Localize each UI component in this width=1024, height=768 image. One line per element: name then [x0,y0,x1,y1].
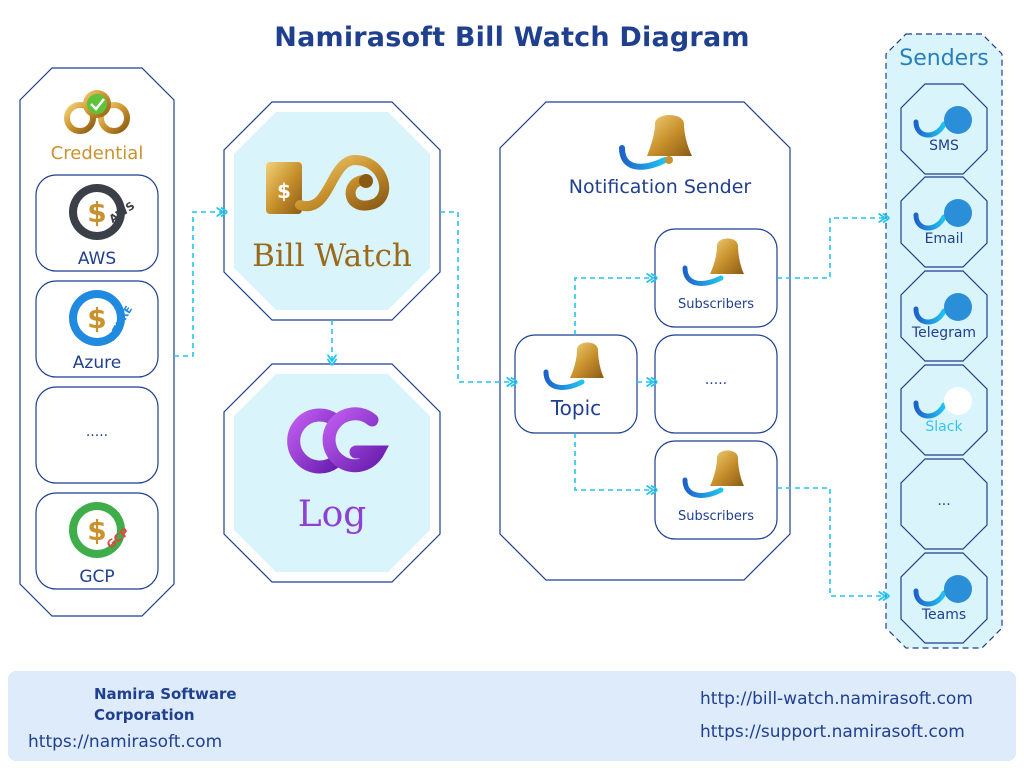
connector-subscribers-to-senders-bottom [777,487,884,596]
sender-slack-badge-icon [944,387,972,415]
sender-telegram-badge-icon [944,293,972,321]
credential-icon [64,90,130,134]
svg-text:$: $ [87,196,106,229]
topic-bell-icon [543,342,604,390]
notification-bell-icon [619,115,692,170]
cloud-more-node[interactable] [35,386,159,484]
sender-more-label: ... [937,493,951,509]
subscribers-middle-label: ..... [704,372,728,388]
sender-email-label: Email [924,231,964,247]
sender-slack-node[interactable] [900,364,988,456]
sender-sms-badge-icon [944,106,972,134]
diagram-title: Namirasoft Bill Watch Diagram [274,22,750,53]
svg-text:$: $ [277,179,291,203]
log-label: Log [297,494,367,535]
connector-topic-to-subscribers-top [574,278,652,335]
aws-gear-icon: $ [69,184,125,240]
cloud-gcp-label: GCP [79,567,115,587]
subscribers-top-bell-icon [682,238,744,286]
sender-telegram-node[interactable] [900,270,988,362]
subscribers-bottom-bell-icon [682,450,744,498]
log-logo-icon [287,407,389,474]
subscribers-top-label: Subscribers [678,297,754,312]
connector-clouds-to-billwatch [174,212,222,357]
cloud-azure-label: Azure [72,353,122,373]
footer [8,671,1016,761]
sender-more-node[interactable] [900,458,988,550]
support-url-link[interactable]: https://support.namirasoft.com [700,722,965,742]
sender-teams-node[interactable] [900,552,988,644]
billwatch-url-link[interactable]: http://bill-watch.namirasoft.com [700,689,973,709]
connector-subscribers-to-senders-top [777,218,884,279]
sender-email-icon [913,212,947,231]
notification-sender-label: Notification Sender [568,176,752,198]
connector-topic-to-subscribers-bottom [574,433,652,490]
sender-telegram-icon [913,306,947,325]
cloud-more-label: ..... [85,424,109,440]
sender-sms-node[interactable] [900,83,988,175]
sender-teams-label: Teams [921,607,967,623]
senders-title: Senders [899,46,989,71]
svg-text:$: $ [87,302,106,335]
company-name-line2: Corporation [94,706,195,724]
sender-email-node[interactable] [900,176,988,268]
credential-label: Credential [50,143,144,164]
sender-sms-icon [913,119,947,138]
azure-gear-icon: $ [69,290,125,346]
sender-email-badge-icon [944,199,972,227]
billwatch-label: Bill Watch [252,238,412,274]
connector-billwatch-to-topic [440,211,512,382]
gcp-gear-icon: $ [69,502,125,558]
company-name-line1: Namira Software [94,685,237,703]
sender-teams-badge-icon [944,575,972,603]
cloud-aws-label: AWS [77,249,117,269]
sender-telegram-label: Telegram [911,325,977,341]
subscribers-bottom-label: Subscribers [678,509,754,524]
sender-slack-icon [913,400,947,419]
svg-text:$: $ [87,514,106,547]
sender-teams-icon [913,588,947,607]
sender-slack-label: Slack [925,419,963,435]
billwatch-logo-icon: $ [266,154,390,214]
sender-sms-label: SMS [929,138,959,154]
topic-label: Topic [550,396,602,420]
company-url-link[interactable]: https://namirasoft.com [28,732,223,752]
